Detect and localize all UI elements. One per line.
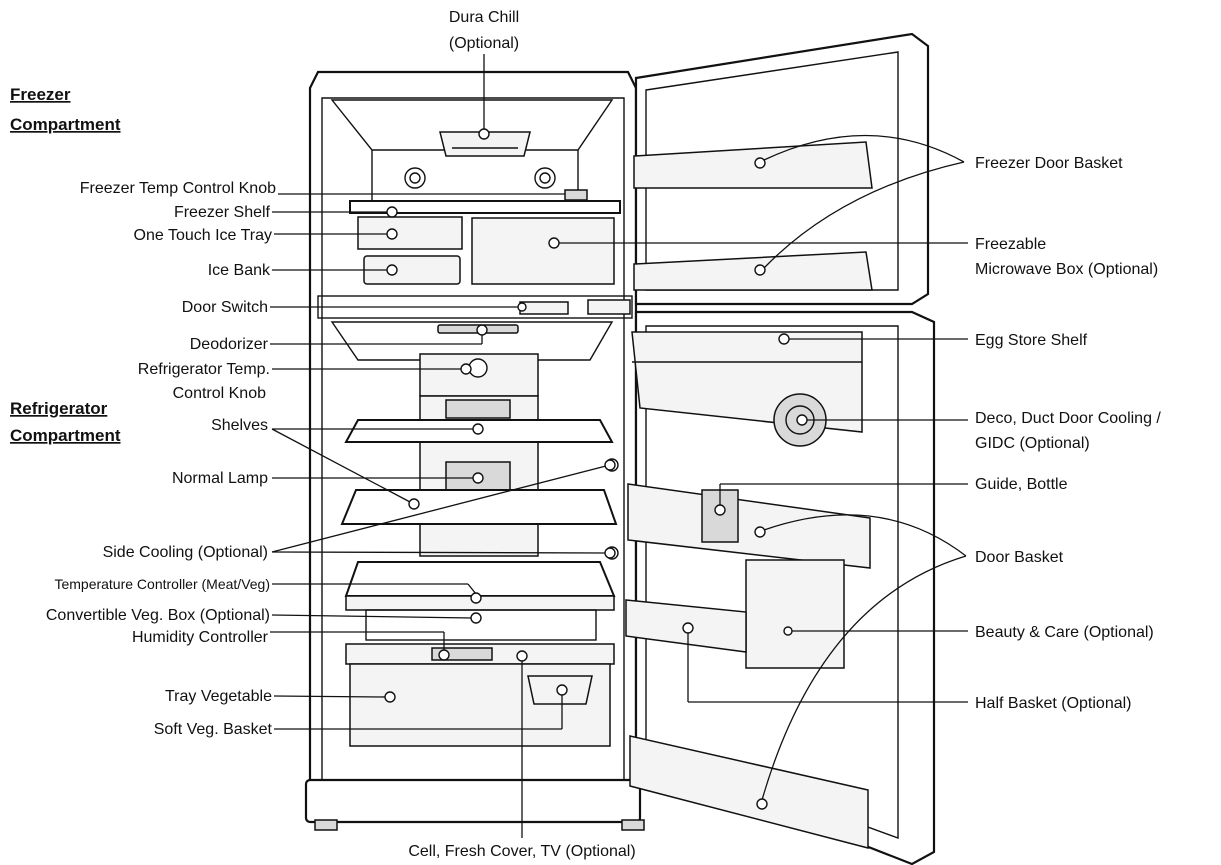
label-refrigerator-temp-control-knob: Refrigerator Temp. Control Knob (138, 361, 472, 402)
refrigerator-compartment-heading: Refrigerator Compartment (10, 399, 121, 445)
label-soft-veg-basket: Soft Veg. Basket (154, 684, 568, 738)
label-freezable-microwave-box: Freezable Microwave Box (Optional) (548, 236, 1158, 278)
label-freezer-door-basket: Freezer Door Basket (754, 134, 1123, 276)
label-freezer-shelf: Freezer Shelf (174, 204, 398, 221)
label-convertible-veg-box: Convertible Veg. Box (Optional) (46, 607, 482, 624)
refrigerator-interior (330, 321, 619, 747)
door-basket-lower (629, 735, 869, 849)
freezer-temp-knob-part (564, 189, 588, 201)
label-door-switch: Door Switch (182, 299, 527, 316)
label-one-touch-ice-tray: One Touch Ice Tray (134, 227, 398, 244)
label-deodorizer: Deodorizer (190, 324, 488, 353)
svg-text:Cell, Fresh Cover, TV (Option: Cell, Fresh Cover, TV (Optional) (408, 843, 635, 860)
svg-text:Door Switch: Door Switch (182, 299, 268, 316)
label-side-cooling: Side Cooling (Optional) (103, 459, 616, 561)
svg-text:Freezer Shelf: Freezer Shelf (174, 204, 271, 221)
svg-text:Deodorizer: Deodorizer (190, 336, 269, 353)
label-guide-bottle: Guide, Bottle (714, 476, 1068, 516)
svg-text:Freezer: Freezer (10, 85, 71, 104)
ice-tray-part (357, 216, 463, 250)
beauty-care-part (745, 559, 845, 669)
svg-text:Normal Lamp: Normal Lamp (172, 470, 268, 487)
svg-text:Egg Store Shelf: Egg Store Shelf (975, 332, 1088, 349)
label-ice-bank: Ice Bank (208, 262, 398, 279)
label-half-basket: Half Basket (Optional) (682, 622, 1132, 712)
refrigerator-door (625, 310, 936, 865)
label-door-basket: Door Basket (754, 514, 1064, 810)
svg-text:Freezer Temp Control Knob: Freezer Temp Control Knob (80, 180, 276, 197)
freezer-door-basket-upper (633, 141, 873, 189)
door-basket-upper (627, 483, 871, 569)
meat-veg-cover (344, 561, 616, 597)
svg-text:Control Knob: Control Knob (173, 385, 266, 402)
freezer-shelf-part (349, 200, 621, 214)
lower-shelf (340, 489, 618, 525)
svg-text:Beauty & Care (Optional): Beauty & Care (Optional) (975, 624, 1154, 641)
svg-text:Refrigerator Temp.: Refrigerator Temp. (138, 361, 270, 378)
svg-text:Tray Vegetable: Tray Vegetable (165, 688, 272, 705)
label-dura-chill: Dura Chill (Optional) (449, 9, 519, 140)
svg-text:Convertible Veg. Box (Optional: Convertible Veg. Box (Optional) (46, 607, 270, 624)
label-shelves: Shelves (211, 417, 484, 510)
microwave-box-part (471, 217, 615, 285)
svg-text:Deco, Duct Door Cooling /: Deco, Duct Door Cooling / (975, 410, 1161, 427)
lamp-cover-upper (445, 399, 511, 419)
label-humidity-controller: Humidity Controller (132, 629, 450, 661)
freezer-door-basket-lower (633, 251, 873, 291)
label-deco-duct-door-cooling: Deco, Duct Door Cooling / GIDC (Optional… (796, 410, 1161, 452)
svg-text:Compartment: Compartment (10, 115, 121, 134)
svg-text:Temperature Controller (Meat/V: Temperature Controller (Meat/Veg) (54, 576, 270, 592)
label-freezer-temp-control-knob: Freezer Temp Control Knob (80, 180, 565, 197)
svg-text:(Optional): (Optional) (449, 35, 519, 52)
door-switch-part (519, 301, 569, 315)
svg-text:Refrigerator: Refrigerator (10, 399, 108, 418)
dura-chill-vent (439, 131, 531, 157)
normal-lamp-part (445, 461, 511, 493)
svg-text:One Touch Ice Tray: One Touch Ice Tray (134, 227, 272, 244)
freezer-compartment-heading: Freezer Compartment (10, 85, 121, 134)
freezer-interior (330, 99, 621, 285)
svg-text:Compartment: Compartment (10, 426, 121, 445)
label-temperature-controller: Temperature Controller (Meat/Veg) (54, 576, 482, 604)
divider-panel (317, 295, 633, 319)
label-normal-lamp: Normal Lamp (172, 470, 484, 487)
label-beauty-care: Beauty & Care (Optional) (783, 624, 1154, 641)
label-cell-fresh-cover: Cell, Fresh Cover, TV (Optional) (408, 650, 636, 860)
svg-text:Dura Chill: Dura Chill (449, 9, 519, 26)
svg-text:Soft Veg. Basket: Soft Veg. Basket (154, 721, 273, 738)
svg-text:Ice Bank: Ice Bank (208, 262, 271, 279)
freezer-door (633, 32, 930, 306)
svg-text:Shelves: Shelves (211, 417, 268, 434)
svg-text:Freezable: Freezable (975, 236, 1046, 253)
svg-text:Door Basket: Door Basket (975, 549, 1064, 566)
svg-text:Microwave Box (Optional): Microwave Box (Optional) (975, 261, 1158, 278)
door-switch-panel (587, 299, 631, 315)
svg-text:Guide, Bottle: Guide, Bottle (975, 476, 1068, 493)
svg-text:Half Basket (Optional): Half Basket (Optional) (975, 695, 1132, 712)
svg-text:GIDC (Optional): GIDC (Optional) (975, 435, 1090, 452)
svg-text:Humidity Controller: Humidity Controller (132, 629, 269, 646)
label-egg-store-shelf: Egg Store Shelf (778, 332, 1088, 349)
svg-text:Side Cooling (Optional): Side Cooling (Optional) (103, 544, 268, 561)
svg-text:Freezer Door Basket: Freezer Door Basket (975, 155, 1123, 172)
label-tray-vegetable: Tray Vegetable (165, 688, 396, 705)
